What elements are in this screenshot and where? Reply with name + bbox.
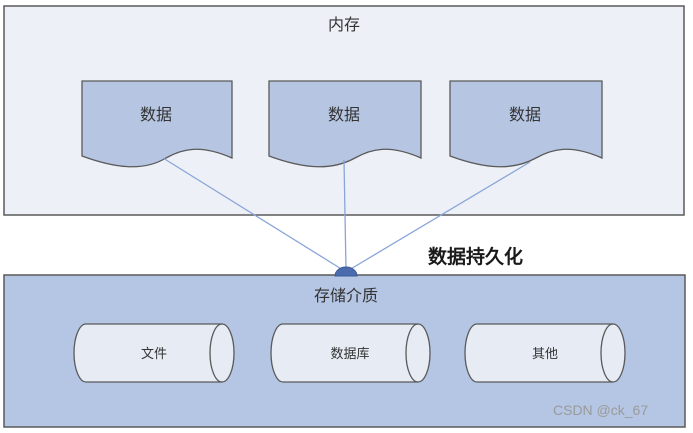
connector-line: [343, 159, 347, 271]
document-label: 数据: [140, 105, 172, 124]
document-label: 数据: [328, 105, 360, 124]
storage-media-label: 其他: [532, 347, 558, 362]
connector-junction: [334, 266, 358, 277]
storage-other: 其他: [464, 323, 626, 383]
connector-line: [348, 161, 531, 271]
storage-title: 存储介质: [314, 286, 378, 305]
storage-database: 数据库: [270, 323, 431, 383]
document-2: 数据: [268, 80, 422, 168]
storage-file: 文件: [73, 323, 235, 383]
document-3: 数据: [449, 80, 603, 168]
watermark: CSDN @ck_67: [553, 402, 649, 418]
persistence-label: 数据持久化: [428, 245, 523, 268]
storage-media-label: 数据库: [330, 346, 369, 362]
document-label: 数据: [509, 105, 541, 124]
storage-media-label: 文件: [141, 347, 167, 362]
document-1: 数据: [81, 80, 233, 168]
memory-title: 内存: [328, 15, 360, 34]
connector-line: [162, 157, 344, 271]
